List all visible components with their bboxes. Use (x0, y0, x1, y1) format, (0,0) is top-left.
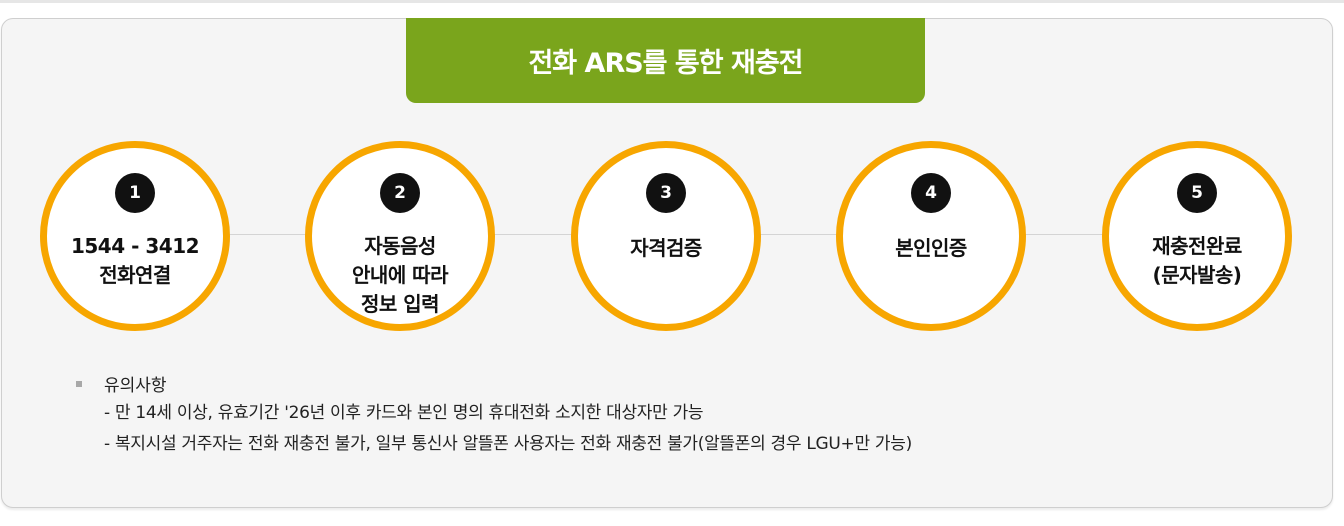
step-4-circle: 4 본인인증 (836, 141, 1026, 331)
notes-heading-row: 유의사항 (76, 368, 912, 398)
top-divider (0, 0, 1344, 3)
section-title: 전화 ARS를 통한 재충전 (406, 18, 925, 103)
step-4-label: 본인인증 (895, 236, 967, 260)
step-3-number-badge: 3 (646, 173, 686, 213)
step-3-label: 자격검증 (630, 236, 702, 260)
step-1-number-badge: 1 (115, 173, 155, 213)
note-line-1: - 만 14세 이상, 유효기간 '26년 이후 카드와 본인 명의 휴대전화 … (104, 403, 704, 423)
step-2-number-badge: 2 (380, 173, 420, 213)
step-1-label: 1544 - 3412 전화연결 (70, 234, 200, 287)
step-5-number-badge: 5 (1177, 173, 1217, 213)
step-5-circle: 5 재충전완료 (문자발송) (1102, 141, 1292, 331)
step-2-circle: 2 자동음성 안내에 따라 정보 입력 (305, 141, 495, 331)
step-2-label: 자동음성 안내에 따라 정보 입력 (352, 234, 448, 316)
notes-section: 유의사항 - 만 14세 이상, 유효기간 '26년 이후 카드와 본인 명의 … (76, 368, 912, 460)
note-line-2: - 복지시설 거주자는 전화 재충전 불가, 일부 통신사 알뜰폰 사용자는 전… (104, 434, 912, 454)
notes-heading: 유의사항 (104, 375, 167, 396)
step-5-label: 재충전완료 (문자발송) (1152, 234, 1242, 287)
square-bullet-icon (76, 381, 82, 387)
step-4-number-badge: 4 (911, 173, 951, 213)
step-3-circle: 3 자격검증 (571, 141, 761, 331)
step-1-circle: 1 1544 - 3412 전화연결 (40, 141, 230, 331)
